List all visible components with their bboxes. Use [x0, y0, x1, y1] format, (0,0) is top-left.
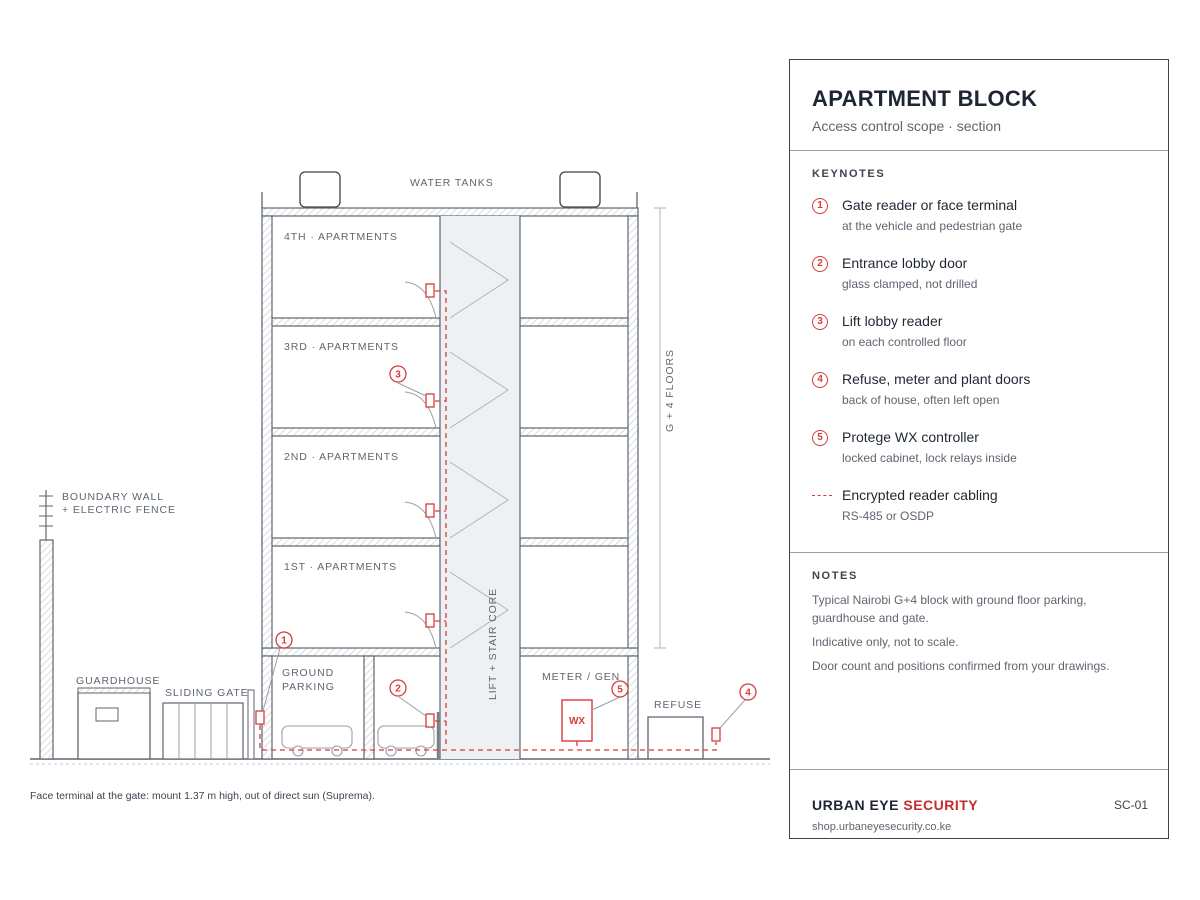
keynote-sub: on each controlled floor — [842, 335, 967, 349]
svg-text:3: 3 — [395, 370, 401, 381]
badge-2: 2 — [389, 679, 407, 697]
section-drawing: BOUNDARY WALL + ELECTRIC FENCE GUARDHOUS… — [30, 171, 770, 765]
refuse-enclosure — [647, 716, 704, 759]
shop-url[interactable]: shop.urbaneyesecurity.co.ke — [812, 821, 952, 833]
keynote-title: Encrypted reader cabling — [842, 487, 998, 503]
refuse-label: REFUSE — [654, 699, 702, 711]
svg-text:5: 5 — [617, 685, 623, 696]
keynote-title: Lift lobby reader — [842, 313, 943, 329]
badge-3: 3 — [389, 365, 407, 383]
meter-label: METER / GEN — [542, 671, 620, 683]
keynotes-section: KEYNOTES 1 Gate reader or face terminal … — [790, 151, 1168, 553]
svg-text:1: 1 — [281, 636, 287, 647]
brand-part-1: URBAN EYE — [812, 797, 899, 813]
dashed-line-icon — [812, 495, 832, 496]
keynote-sub: locked cabinet, lock relays inside — [842, 451, 1017, 465]
keynote-title: Refuse, meter and plant doors — [842, 371, 1031, 387]
keynote-badge: 5 — [812, 430, 828, 446]
keynotes-heading: KEYNOTES — [812, 168, 886, 180]
keynote-sub: glass clamped, not drilled — [842, 277, 978, 291]
water-tanks — [299, 171, 601, 208]
note-3: Door count and positions confirmed from … — [812, 659, 1110, 673]
panel-subtitle: Access control scope · section — [812, 118, 1002, 134]
svg-text:4: 4 — [745, 688, 751, 699]
note-1: Typical Nairobi G+4 block with ground fl… — [812, 593, 1087, 625]
keynote-title: Entrance lobby door — [842, 255, 968, 271]
panel-footer: URBAN EYE SECURITY SC-01 shop.urbaneyese… — [790, 770, 1168, 840]
keynote-1: 1 Gate reader or face terminal at the ve… — [812, 197, 1142, 242]
boundary-label-2: + ELECTRIC FENCE — [62, 504, 176, 516]
keynote-title: Gate reader or face terminal — [842, 197, 1018, 213]
wx-controller-label: WX — [569, 716, 585, 727]
core-label: LIFT + STAIR CORE — [487, 588, 499, 700]
notes-heading: NOTES — [812, 570, 858, 582]
sheet-code: SC-01 — [1113, 798, 1148, 812]
boundary-wall — [39, 490, 54, 760]
readers — [255, 283, 721, 742]
outer-walls — [261, 215, 639, 649]
svg-text:2: 2 — [395, 684, 401, 695]
floor-slabs — [261, 207, 639, 657]
guardhouse — [77, 687, 151, 760]
keynote-title: Protege WX controller — [842, 429, 979, 445]
note-2: Indicative only, not to scale. — [812, 635, 959, 649]
boundary-label-1: BOUNDARY WALL — [62, 491, 164, 503]
ground-label-1: GROUND — [282, 667, 334, 679]
ground-label-2: PARKING — [282, 681, 335, 693]
panel-title: APARTMENT BLOCK — [812, 86, 1038, 111]
ground-line — [30, 758, 770, 765]
panel-title-block: APARTMENT BLOCK Access control scope · s… — [790, 60, 1168, 151]
badge-5: 5 — [611, 680, 629, 698]
sliding-gate-label: SLIDING GATE — [165, 687, 249, 699]
reader-cabling — [259, 290, 717, 751]
floor-1-label: 1ST · APARTMENTS — [284, 561, 397, 573]
keynote-badge: 1 — [812, 198, 828, 214]
keynote-badge: 4 — [812, 372, 828, 388]
keynote-badge: 3 — [812, 314, 828, 330]
floor-3-label: 3RD · APARTMENTS — [284, 341, 399, 353]
drawing-caption: Face terminal at the gate: mount 1.37 m … — [30, 790, 375, 802]
badge-4: 4 — [739, 683, 757, 701]
lift-stair-core — [439, 216, 521, 759]
lift-lobby-doors — [404, 281, 437, 649]
keynote-sub: at the vehicle and pedestrian gate — [842, 219, 1023, 233]
keynote-2: 2 Entrance lobby door glass clamped, not… — [812, 255, 1142, 300]
sliding-gate — [162, 689, 255, 760]
keynote-badge: 2 — [812, 256, 828, 272]
badge-1: 1 — [275, 631, 293, 649]
height-dimension — [654, 207, 666, 649]
keynote-cabling: Encrypted reader cabling RS-485 or OSDP — [812, 487, 1142, 532]
brand-part-2: SECURITY — [903, 797, 979, 813]
height-dimension-label: G + 4 FLOORS — [664, 349, 676, 432]
keynote-sub: RS-485 or OSDP — [842, 509, 935, 523]
floor-2-label: 2ND · APARTMENTS — [284, 451, 399, 463]
floor-4-label: 4TH · APARTMENTS — [284, 231, 398, 243]
legend-panel: APARTMENT BLOCK Access control scope · s… — [789, 59, 1169, 839]
keynote-5: 5 Protege WX controller locked cabinet, … — [812, 429, 1142, 474]
keynote-3: 3 Lift lobby reader on each controlled f… — [812, 313, 1142, 358]
keynote-4: 4 Refuse, meter and plant doors back of … — [812, 371, 1142, 416]
guardhouse-label: GUARDHOUSE — [76, 675, 160, 687]
notes-section: NOTES Typical Nairobi G+4 block with gro… — [790, 553, 1168, 770]
water-tanks-label: WATER TANKS — [410, 177, 494, 189]
ground-columns — [261, 655, 639, 760]
parked-cars — [281, 725, 435, 757]
brand-name: URBAN EYE SECURITY — [812, 797, 978, 813]
keynote-sub: back of house, often left open — [842, 393, 1000, 407]
leader-lines — [262, 382, 746, 729]
wx-controller: WX — [561, 699, 593, 742]
